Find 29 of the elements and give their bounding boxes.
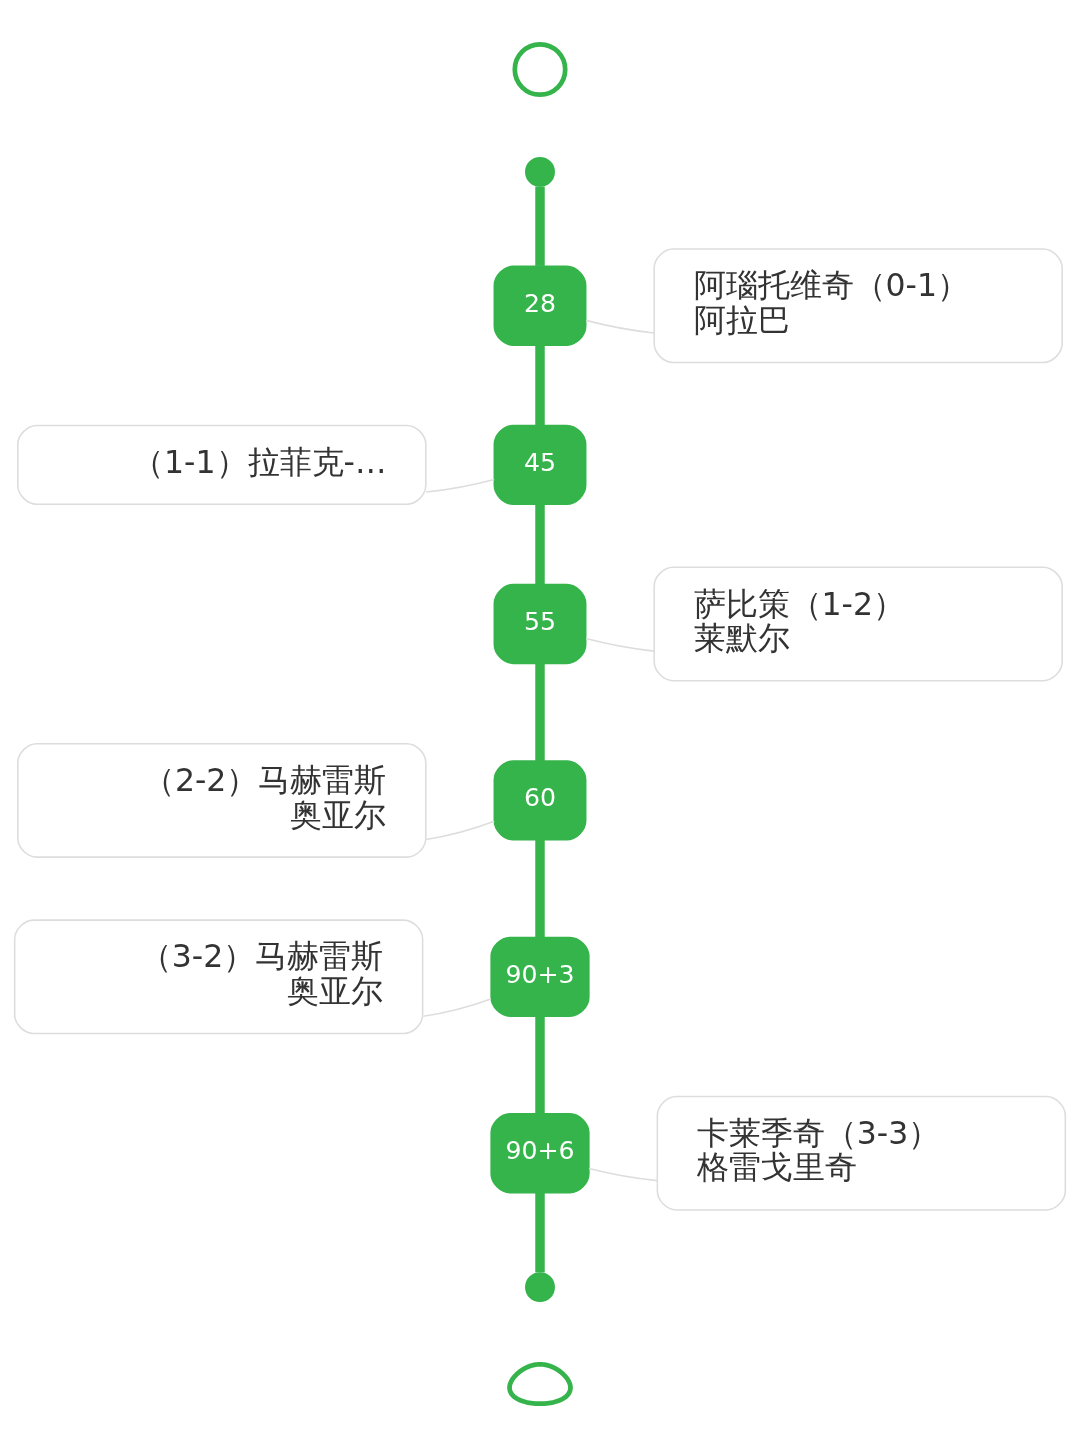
connector — [535, 345, 545, 425]
connector — [535, 663, 545, 761]
node-dot — [525, 156, 555, 187]
connector — [535, 504, 545, 585]
connector — [585, 637, 655, 652]
node-box: （1-1）拉菲克-… — [17, 424, 427, 506]
node-box: 45 — [493, 424, 587, 506]
node-box: 60 — [493, 760, 587, 841]
node-box: 萨比策（1-2） 莱默尔 — [653, 566, 1063, 682]
connector — [425, 820, 496, 841]
connector — [422, 998, 492, 1017]
connector — [535, 1192, 545, 1273]
connector — [425, 478, 496, 493]
node-box: 阿瑙托维奇（0-1） 阿拉巴 — [653, 248, 1063, 364]
connector — [585, 319, 655, 334]
node-whistle — [507, 1361, 573, 1407]
node-box: （2-2）马赫雷斯 奥亚尔 — [17, 742, 427, 858]
connector — [535, 186, 545, 266]
node-box: 90+6 — [490, 1113, 590, 1194]
node-box: （3-2）马赫雷斯 奥亚尔 — [13, 919, 424, 1035]
connector — [535, 840, 545, 938]
node-box: 28 — [493, 265, 587, 346]
node-circle — [512, 41, 568, 98]
node-dot — [525, 1272, 555, 1303]
connector — [588, 1167, 658, 1182]
node-box: 90+3 — [490, 936, 590, 1017]
node-box: 55 — [493, 583, 587, 665]
connector — [535, 1016, 545, 1114]
node-box: 卡莱季奇（3-3） 格雷戈里奇 — [656, 1095, 1067, 1211]
